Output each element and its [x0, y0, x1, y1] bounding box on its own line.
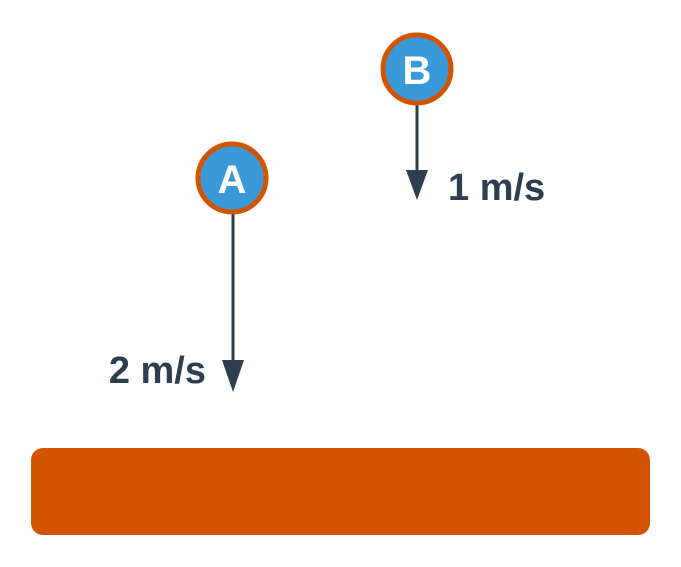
arrow-head-a: [222, 360, 244, 392]
ball-a: A: [195, 141, 269, 215]
ball-b-circle: [380, 32, 454, 106]
velocity-arrow-b: [406, 101, 428, 200]
ball-b: B: [380, 32, 454, 106]
velocity-arrow-a: [222, 211, 244, 392]
velocity-label-b: 1 m/s: [448, 167, 545, 209]
ball-a-circle: [195, 141, 269, 215]
ground-platform: [31, 448, 650, 535]
arrow-head-b: [406, 170, 428, 200]
velocity-label-a: 2 m/s: [109, 350, 206, 392]
ball-a-label: A: [218, 158, 247, 202]
ball-b-label: B: [403, 49, 432, 93]
